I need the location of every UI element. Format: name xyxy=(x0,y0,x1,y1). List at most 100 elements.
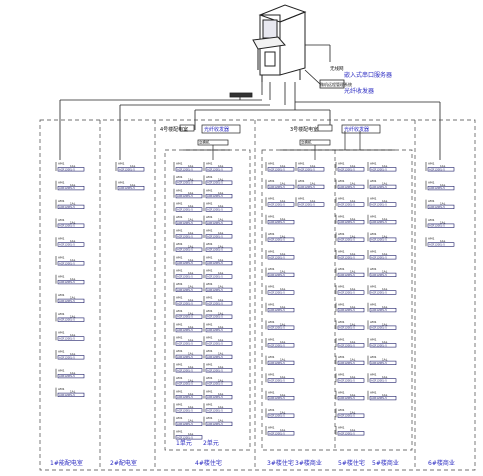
meter-id: AM1 xyxy=(338,214,345,218)
meter-loop: 1AL xyxy=(440,183,446,187)
meter-id: AM1 xyxy=(206,349,213,353)
meter-model: ACR120EL-5 xyxy=(207,355,223,359)
meter-id: AM1 xyxy=(206,175,213,179)
meter-model: ACR120EL-5 xyxy=(177,194,193,198)
meter-loop: 1AL xyxy=(280,164,286,168)
meter-model: ACR120EL-5 xyxy=(207,221,223,225)
meter-loop: 1AL xyxy=(188,258,194,262)
meter-id: AM1 xyxy=(370,285,377,289)
meter-model: ACR120EL-5 xyxy=(207,275,223,279)
meter-loop: 1AL xyxy=(280,234,286,238)
meter-model: ACR120EL-5 xyxy=(339,431,355,435)
meter-id: AM1 xyxy=(206,322,213,326)
meter-id: AM1 xyxy=(206,403,213,407)
meter-model: ACR120EL-5 xyxy=(269,238,285,242)
meter-model: ACR120EL-5 xyxy=(371,326,387,330)
meter-loop: 1AL xyxy=(218,285,224,289)
meter-loop: 1AL xyxy=(188,271,194,275)
meter-id: AM1 xyxy=(338,232,345,236)
meter-box xyxy=(57,336,85,341)
meter-box xyxy=(427,167,455,172)
meter-id: AM1 xyxy=(268,338,275,342)
meter-loop: 1AL xyxy=(350,270,356,274)
meter-model: ACR120EL-5 xyxy=(339,220,355,224)
meter-model: ACR120EL-5 xyxy=(59,261,75,265)
meter-id: AM1 xyxy=(58,237,65,241)
meter-box xyxy=(427,186,455,191)
meter-id: AM1 xyxy=(338,408,345,412)
meter-loop: 1AL xyxy=(188,392,194,396)
right-substation-label: 3号楼配电室 xyxy=(290,126,318,133)
meter-id: AM1 xyxy=(206,309,213,313)
meter-box xyxy=(267,413,295,418)
meter-loop: 1AL xyxy=(188,378,194,382)
meter-box xyxy=(205,354,233,360)
meter-id: AM1 xyxy=(206,376,213,380)
meter-loop: 1AL xyxy=(350,393,356,397)
meter-id: AM1 xyxy=(338,338,345,342)
meter-model: ACR120EL-5 xyxy=(207,248,223,252)
meter-model: ACR120EL-5 xyxy=(269,220,285,224)
meter-model: ACR120EL-5 xyxy=(371,273,387,277)
meter-loop: 1AL xyxy=(280,287,286,291)
meter-box xyxy=(267,220,295,225)
meter-loop: 1AL xyxy=(130,183,136,187)
meter-box xyxy=(117,167,145,172)
meter-id: AM1 xyxy=(176,403,183,407)
meter-model: ACR120EL-5 xyxy=(207,409,223,413)
meter-box xyxy=(297,167,325,172)
meter-loop: 1AL xyxy=(70,202,76,206)
meter-loop: 1AL xyxy=(280,375,286,379)
meter-model: ACR120EL-5 xyxy=(207,395,223,399)
meter-id: AM1 xyxy=(176,416,183,420)
meter-model: ACR120EL-5 xyxy=(207,234,223,238)
meter-model: ACR120EL-5 xyxy=(207,288,223,292)
meter-box xyxy=(175,314,203,319)
meter-id: AM1 xyxy=(58,274,65,278)
meter-model: ACR120EL-5 xyxy=(371,291,387,295)
meter-box xyxy=(205,274,233,279)
meter-model: ACR120EL-5 xyxy=(269,431,285,435)
meter-model: ACR120EL-5 xyxy=(207,368,223,372)
column-footer-c3b: 4#楼住宅 xyxy=(195,459,222,467)
meter-id: AM1 xyxy=(268,390,275,394)
meter-id: AM1 xyxy=(206,389,213,393)
meter-loop: 1AL xyxy=(188,311,194,315)
meter-loop: 1AL xyxy=(350,375,356,379)
meter-loop: 1AL xyxy=(188,244,194,248)
meter-box xyxy=(175,220,203,226)
switch-tag-left: 交换机 xyxy=(199,140,210,145)
meter-model: ACR120EL-5 xyxy=(299,167,315,171)
meter-id: AM1 xyxy=(370,338,377,342)
meter-id: AM1 xyxy=(206,363,213,367)
meter-id: AM1 xyxy=(370,355,377,359)
meter-box xyxy=(267,431,295,436)
meter-id: AM1 xyxy=(428,199,435,203)
meter-id: AM1 xyxy=(176,430,183,434)
meter-box xyxy=(175,341,203,346)
meter-box xyxy=(369,290,397,295)
column-footer-c1: 1#能配电室 xyxy=(50,459,83,467)
meter-loop: 1AL xyxy=(350,340,356,344)
meter-box xyxy=(57,298,85,304)
